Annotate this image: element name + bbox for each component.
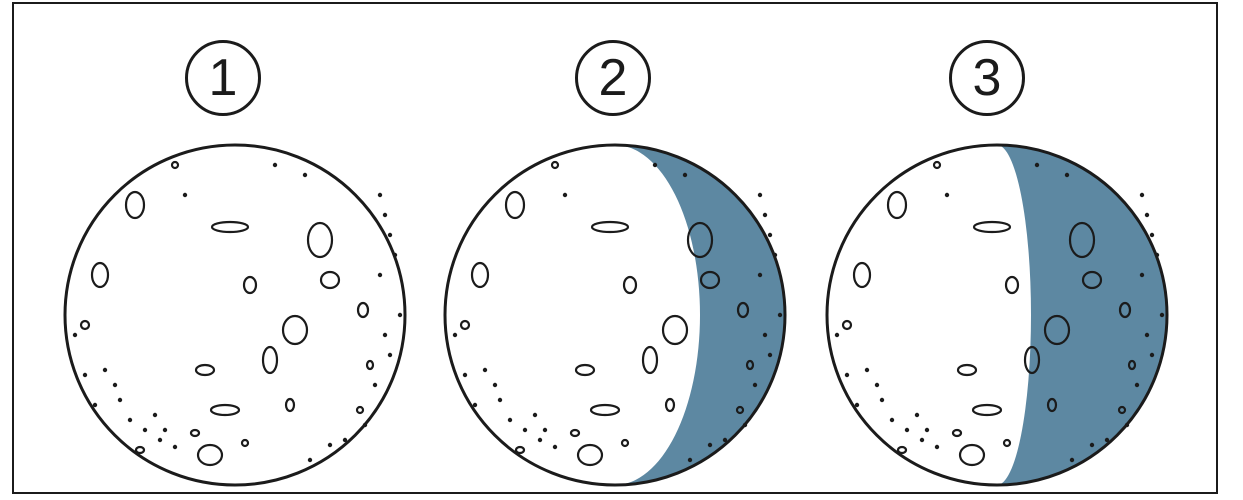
crater-dot xyxy=(508,418,512,422)
crater-dot xyxy=(383,333,387,337)
crater-dot xyxy=(73,333,77,337)
crater-dot xyxy=(553,445,557,449)
crater-dot xyxy=(483,368,487,372)
crater-dot xyxy=(523,428,527,432)
crater-dot xyxy=(768,233,772,237)
crater-dot xyxy=(498,398,502,402)
crater-dot xyxy=(158,438,162,442)
crater-dot xyxy=(463,373,467,377)
crater-dot xyxy=(1090,443,1094,447)
crater-dot xyxy=(563,193,567,197)
moon-phase-3: 3 xyxy=(817,0,1177,500)
crater-dot xyxy=(845,373,849,377)
crater-dot xyxy=(383,213,387,217)
crater-dot xyxy=(758,273,762,277)
crater-dot xyxy=(538,438,542,442)
crater-dot xyxy=(398,313,402,317)
crater-dot xyxy=(1140,193,1144,197)
crater-dot xyxy=(1135,383,1139,387)
crater-dot xyxy=(1140,273,1144,277)
crater-dot xyxy=(328,443,332,447)
crater-dot xyxy=(388,353,392,357)
crater-dot xyxy=(128,418,132,422)
crater-dot xyxy=(303,173,307,177)
crater-dot xyxy=(1160,313,1164,317)
crater-dot xyxy=(173,445,177,449)
crater-dot xyxy=(688,458,692,462)
crater-dot xyxy=(778,313,782,317)
crater-dot xyxy=(273,163,277,167)
crater-dot xyxy=(758,193,762,197)
crater-dot xyxy=(920,438,924,442)
crater-dot xyxy=(905,428,909,432)
crater-dot xyxy=(103,368,107,372)
crater-dot xyxy=(925,428,929,432)
crater-dot xyxy=(143,428,147,432)
moon-3 xyxy=(817,145,1177,485)
crater-dot xyxy=(1150,233,1154,237)
crater-dot xyxy=(945,193,949,197)
crater-dot xyxy=(378,273,382,277)
phase-number-2: 2 xyxy=(575,40,651,116)
crater-dot xyxy=(683,173,687,177)
crater-dot xyxy=(378,193,382,197)
crater-dot xyxy=(113,383,117,387)
crater-dot xyxy=(763,213,767,217)
crater-dot xyxy=(153,413,157,417)
crater-dot xyxy=(768,353,772,357)
crater-dot xyxy=(1035,163,1039,167)
crater-dot xyxy=(763,333,767,337)
phase-number-3: 3 xyxy=(949,40,1025,116)
crater-dot xyxy=(875,383,879,387)
crater-dot xyxy=(653,163,657,167)
crater-dot xyxy=(890,418,894,422)
crater-dot xyxy=(1150,353,1154,357)
moon-disc xyxy=(65,145,405,485)
crater-dot xyxy=(708,443,712,447)
crater-dot xyxy=(183,193,187,197)
crater-dot xyxy=(753,383,757,387)
crater-dot xyxy=(308,458,312,462)
crater-dot xyxy=(118,398,122,402)
crater-dot xyxy=(533,413,537,417)
crater-dot xyxy=(835,333,839,337)
crater-dot xyxy=(1145,333,1149,337)
crater-dot xyxy=(880,398,884,402)
crater-dot xyxy=(543,428,547,432)
crater-dot xyxy=(1070,458,1074,462)
crater-dot xyxy=(865,368,869,372)
crater-dot xyxy=(453,333,457,337)
moon-1 xyxy=(55,145,415,485)
moon-phase-1: 1 xyxy=(55,0,415,500)
crater-dot xyxy=(1065,173,1069,177)
phase-number-1: 1 xyxy=(185,40,261,116)
crater-dot xyxy=(915,413,919,417)
crater-dot xyxy=(493,383,497,387)
crater-dot xyxy=(373,383,377,387)
crater-dot xyxy=(1145,213,1149,217)
moon-phase-2: 2 xyxy=(435,0,795,500)
moon-2 xyxy=(435,145,795,485)
crater-dot xyxy=(83,373,87,377)
crater-dot xyxy=(163,428,167,432)
crater-dot xyxy=(388,233,392,237)
crater-dot xyxy=(935,445,939,449)
